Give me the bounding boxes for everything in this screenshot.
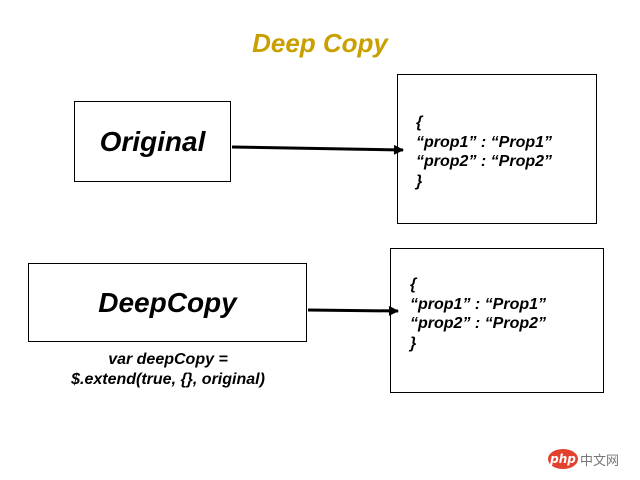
deepcopy-box: DeepCopy: [28, 263, 307, 342]
deepcopy-code: var deepCopy = $.extend(true, {}, origin…: [28, 350, 308, 389]
original-object-line: “prop1” : “Prop1”: [416, 133, 553, 151]
deepcopy-object-line: {: [410, 276, 417, 293]
deepcopy-object-line: “prop1” : “Prop1”: [410, 295, 547, 313]
original-object-line: }: [416, 172, 423, 190]
code-line: var deepCopy =: [108, 351, 228, 368]
watermark: php 中文网: [548, 449, 619, 469]
original-object-text: { “prop1” : “Prop1” “prop2” : “Prop2” }: [398, 75, 596, 191]
deepcopy-object-text: { “prop1” : “Prop1” “prop2” : “Prop2” }: [391, 249, 603, 353]
original-label: Original: [99, 125, 206, 157]
original-object-line: “prop2” : “Prop2”: [416, 153, 553, 170]
deepcopy-label: DeepCopy: [98, 286, 237, 318]
deepcopy-object-line: }: [410, 334, 417, 352]
deepcopy-object-line: “prop2” : “Prop2”: [410, 315, 547, 332]
original-arrow: [231, 144, 404, 155]
original-box: Original: [74, 101, 231, 182]
deepcopy-object-box: { “prop1” : “Prop1” “prop2” : “Prop2” }: [390, 248, 604, 393]
watermark-text: 中文网: [580, 453, 620, 469]
original-object-line: {: [416, 114, 423, 131]
deepcopy-arrow: [307, 305, 399, 316]
code-line: $.extend(true, {}, original): [71, 370, 265, 388]
original-object-box: { “prop1” : “Prop1” “prop2” : “Prop2” }: [397, 74, 597, 224]
diagram-title: Deep Copy: [252, 28, 388, 58]
php-logo-icon: php: [548, 449, 578, 469]
